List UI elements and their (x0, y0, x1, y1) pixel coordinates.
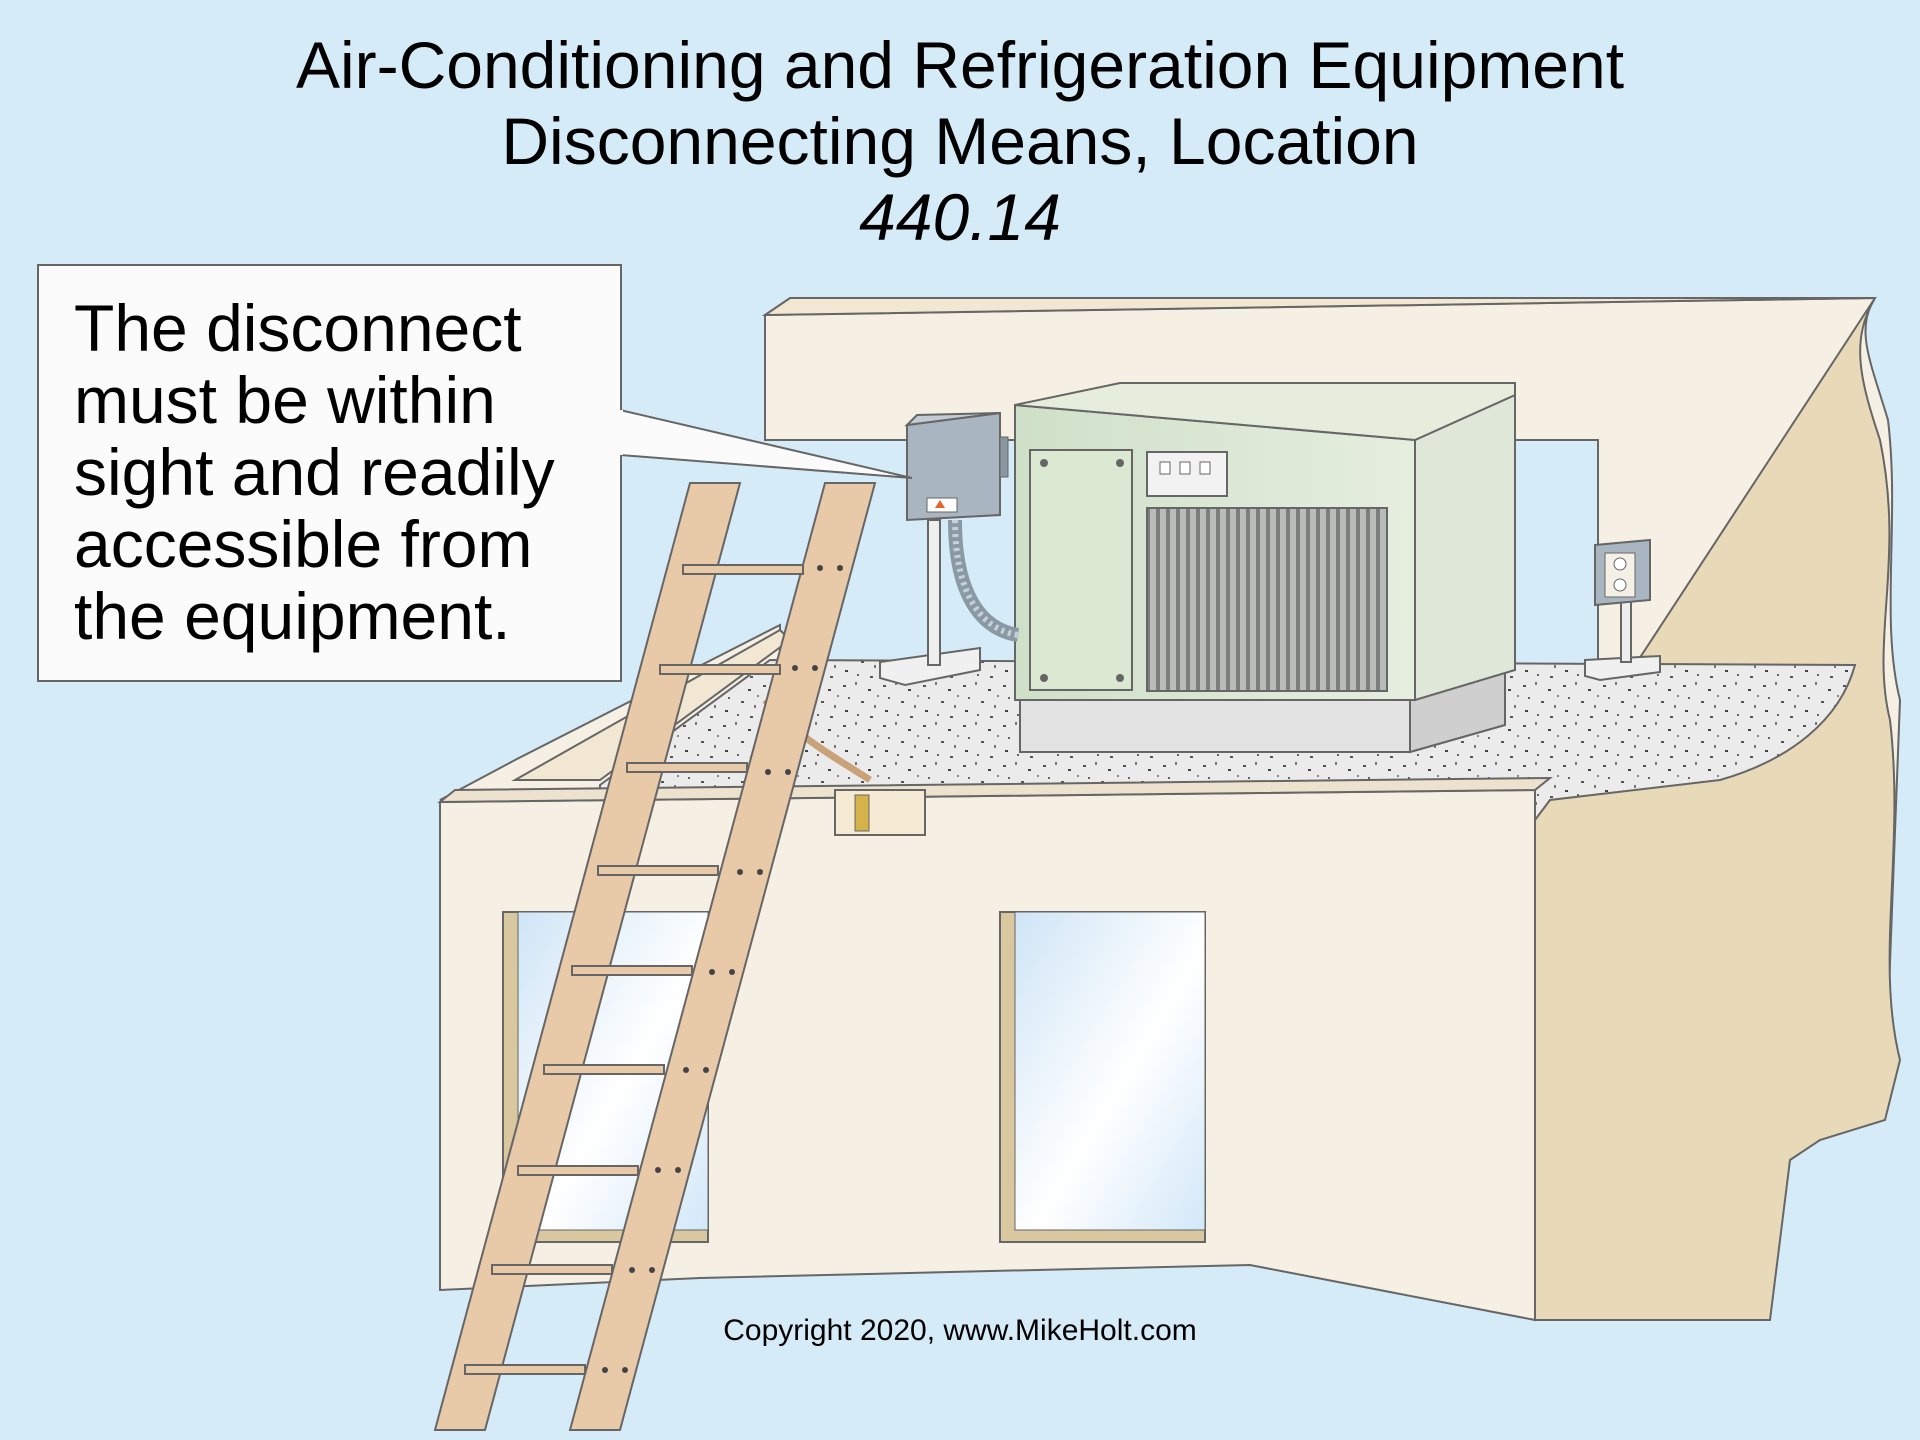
flexible-conduit-icon (948, 519, 1020, 642)
diagram-title-line2: Disconnecting Means, Location (501, 104, 1419, 178)
disconnect-switch-icon (879, 411, 1009, 687)
back-parapet-top (761, 297, 1876, 317)
ladder-rungs (464, 564, 804, 1375)
callout-text: The disconnect must be within sight and … (74, 291, 555, 653)
ladder-icon (433, 482, 877, 1431)
right-side-wall (1534, 297, 1902, 1321)
code-section-number: 440.14 (859, 180, 1061, 254)
front-wall-top (437, 776, 1553, 804)
diagram-title-line1: Air-Conditioning and Refrigeration Equip… (295, 28, 1625, 102)
callout-box (37, 264, 622, 682)
copyright-notice: Copyright 2020, www.MikeHolt.com (723, 1314, 1197, 1347)
warning-label-icon (926, 497, 958, 513)
window-right (999, 911, 1206, 1243)
ac-unit-icon (1014, 382, 1516, 702)
receptacle-icon (1584, 538, 1661, 682)
